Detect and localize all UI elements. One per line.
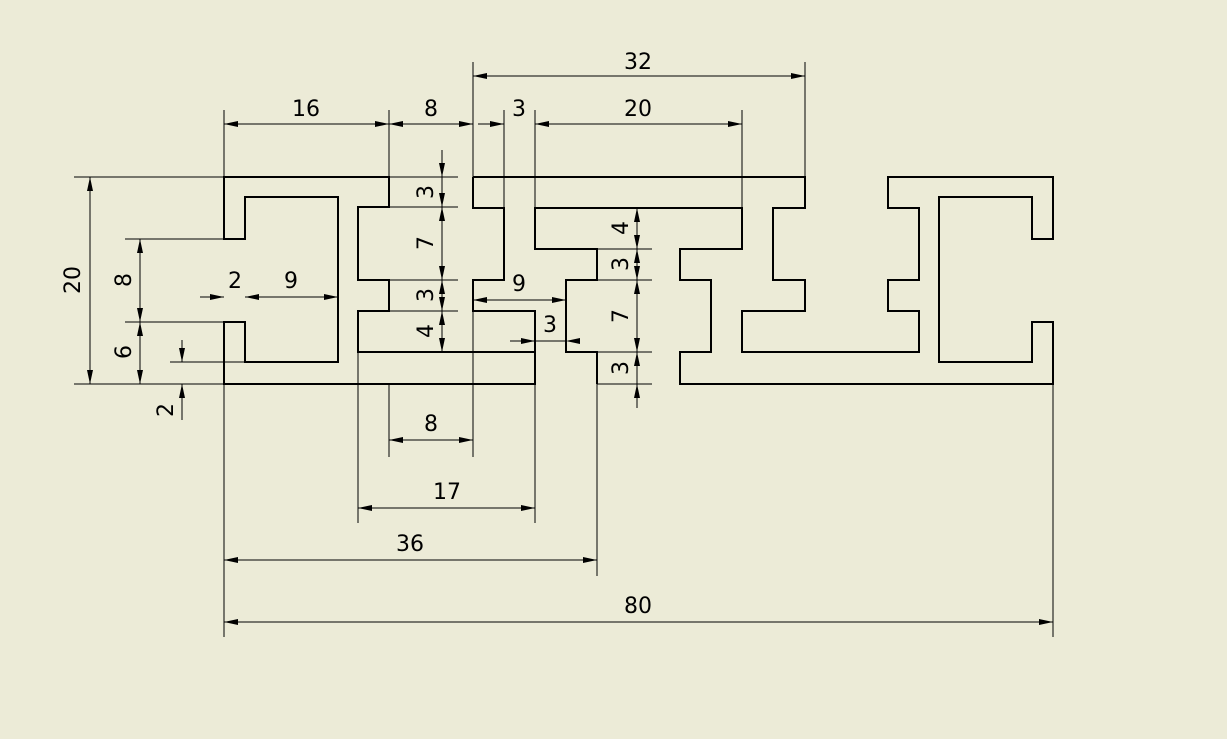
- dim-left-lower-height: 6: [112, 345, 137, 359]
- dim-overall-width: 80: [624, 594, 652, 619]
- dim-left-lip-height: 2: [154, 403, 179, 417]
- dim-tooth-bottom: 4: [414, 324, 439, 338]
- dim-left-wing-width: 16: [292, 97, 320, 122]
- dim-tooth-mid: 3: [414, 288, 439, 302]
- dim-slot-offset: 3: [512, 97, 526, 122]
- dim-tooth-top: 3: [414, 185, 439, 199]
- dim-right-notch-a: 3: [609, 257, 634, 271]
- middle-profile: [473, 176, 1054, 385]
- dim-tooth-gap: 7: [414, 236, 439, 250]
- dim-slot-lip: 3: [543, 313, 557, 338]
- dim-right-notch-b: 3: [609, 361, 634, 375]
- arrowheads: [87, 73, 1053, 625]
- dim-right-notch-gap: 7: [609, 309, 634, 323]
- dim-gap-top: 8: [424, 97, 438, 122]
- dim-overall-height: 20: [61, 266, 86, 294]
- dimension-lines: [89, 75, 1053, 623]
- dim-left-lip-width: 2: [228, 269, 242, 294]
- dim-left-cavity-width: 9: [284, 269, 298, 294]
- extension-lines: [74, 62, 1054, 637]
- dim-slot-depth: 9: [512, 272, 526, 297]
- dim-tooth-block-width: 17: [433, 480, 461, 505]
- dim-left-part-width: 36: [396, 532, 424, 557]
- dim-top-span: 32: [624, 50, 652, 75]
- mid-tooth-profile: [472, 177, 536, 352]
- dim-right-top-width: 20: [624, 97, 652, 122]
- dimension-labels: 80 32 16 8 3 20 20 8 6 2 2 9 3 7 3 4 9 3…: [61, 50, 652, 619]
- dim-right-notch-top: 4: [609, 221, 634, 235]
- dim-mid-gap-bottom: 8: [424, 412, 438, 437]
- dim-left-inner-height: 8: [112, 273, 137, 287]
